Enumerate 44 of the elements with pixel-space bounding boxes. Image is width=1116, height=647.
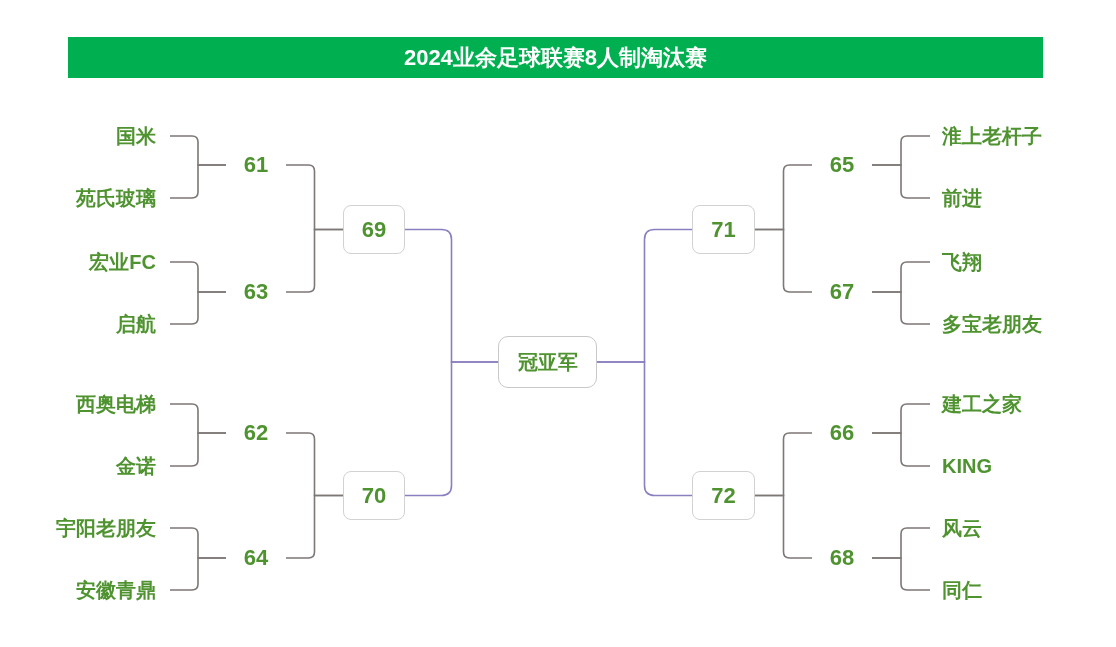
team-name: 宇阳老朋友 <box>56 515 170 541</box>
team-name: 建工之家 <box>930 391 1022 417</box>
team-name: 启航 <box>116 311 170 337</box>
team-name: 淮上老杆子 <box>930 123 1042 149</box>
connector-line <box>596 361 693 497</box>
team-name: 西奥电梯 <box>76 391 170 417</box>
connector-line <box>169 291 227 325</box>
connector-line <box>285 228 344 293</box>
match-box: 69 <box>343 205 405 254</box>
connector-line <box>871 164 931 199</box>
match-number: 63 <box>226 278 286 306</box>
match-number: 67 <box>812 278 872 306</box>
match-box: 72 <box>692 471 755 520</box>
match-number: 62 <box>226 419 286 447</box>
team-name: 前进 <box>930 185 982 211</box>
team-name: 飞翔 <box>930 249 982 275</box>
connector-line <box>404 361 499 497</box>
connector-line <box>169 557 227 591</box>
final-match-box: 冠亚军 <box>498 336 597 388</box>
connector-line <box>754 228 813 293</box>
connector-line <box>754 494 813 559</box>
match-number: 66 <box>812 419 872 447</box>
match-number: 64 <box>226 544 286 572</box>
team-name: 国米 <box>116 123 170 149</box>
team-name: KING <box>930 453 992 479</box>
team-name: 宏业FC <box>89 249 170 275</box>
team-name: 多宝老朋友 <box>930 311 1042 337</box>
match-box: 70 <box>343 471 405 520</box>
connector-line <box>871 291 931 325</box>
connector-line <box>871 432 931 467</box>
team-name: 安徽青鼎 <box>76 577 170 603</box>
connector-line <box>169 432 227 467</box>
match-number: 68 <box>812 544 872 572</box>
connector-line <box>871 557 931 591</box>
match-number: 61 <box>226 151 286 179</box>
connector-line <box>169 164 227 199</box>
match-box: 71 <box>692 205 755 254</box>
team-name: 金诺 <box>116 453 170 479</box>
team-name: 同仁 <box>930 577 982 603</box>
match-number: 65 <box>812 151 872 179</box>
title-banner: 2024业余足球联赛8人制淘汰赛 <box>68 37 1043 78</box>
team-name: 苑氏玻璃 <box>76 185 170 211</box>
connector-line <box>285 494 344 559</box>
team-name: 风云 <box>930 515 982 541</box>
